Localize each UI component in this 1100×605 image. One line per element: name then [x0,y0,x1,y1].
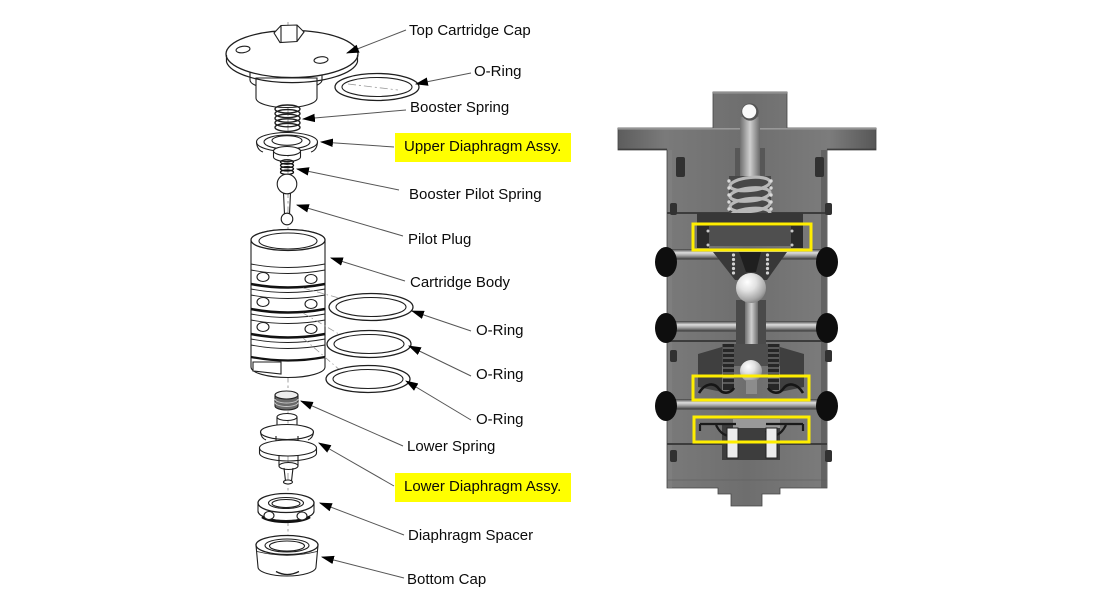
part-label-upper-diaphragm-assy: Upper Diaphragm Assy. [395,133,572,162]
highlight-box-middle [691,374,811,402]
part-label-booster-spring: Booster Spring [410,99,510,116]
seal-ovals [655,247,838,421]
exploded-view-drawing [225,22,472,579]
pilot-plug-drawing [276,173,298,226]
leader-bottom-cap [320,555,405,579]
o-ring-top-drawing [334,72,420,102]
leader-o-ring-top [414,72,472,86]
o-ring-b-drawing [326,329,412,359]
part-label-o-ring-top: O-Ring [474,63,522,80]
leader-diaphragm-spacer [318,502,405,536]
leader-o-ring-a [410,310,472,332]
part-label-bottom-cap: Bottom Cap [407,571,487,588]
highlight-boxes [691,222,813,444]
leader-upper-diaphragm [319,138,395,148]
part-label-o-ring-a: O-Ring [476,322,524,339]
leader-lines [295,29,472,579]
booster-spring-drawing [274,104,301,133]
part-label-o-ring-b: O-Ring [476,366,524,383]
pilot-ball-lower [740,360,762,382]
leader-lower-spring [300,400,404,447]
o-ring-a-drawing [328,292,414,322]
highlight-box-lower [692,415,811,444]
leader-booster-spring [301,109,407,123]
pivot-hole [742,104,757,119]
leader-booster-pilot-spring [295,167,400,191]
part-label-diaphragm-spacer: Diaphragm Spacer [408,527,534,544]
lower-diaphragm-assy-drawing [258,412,318,485]
cross-section-drawing [617,91,877,507]
top-cartridge-cap-drawing [225,24,359,109]
section-upper-diaphragm [697,213,803,280]
leader-lower-diaphragm [318,442,395,487]
upper-stem [740,117,760,179]
part-label-pilot-plug: Pilot Plug [408,231,472,248]
part-label-top-cartridge-cap: Top Cartridge Cap [409,22,531,39]
section-diaphragm-waves-upper [697,383,805,394]
diaphragm-spacer-drawing [257,492,315,524]
leader-o-ring-c [405,380,472,421]
leader-top-cartridge-cap [345,29,407,54]
part-label-booster-pilot-spring: Booster Pilot Spring [409,186,542,203]
body-pockets [670,157,832,462]
lower-spring-drawing [274,390,299,411]
leader-o-ring-b [408,345,472,377]
pilot-ball-upper [736,273,766,303]
upper-diaphragm-assy-drawing [255,131,319,163]
leader-pilot-plug [295,204,404,237]
highlight-box-upper [691,222,813,252]
section-spring [727,175,773,224]
section-lower-cage [698,344,804,392]
part-label-cartridge-body: Cartridge Body [410,274,511,291]
part-label-o-ring-c: O-Ring [476,411,524,428]
bottom-cap-drawing [255,534,319,577]
part-label-lower-spring: Lower Spring [407,438,496,455]
part-label-lower-diaphragm-assy: Lower Diaphragm Assy. [395,473,572,502]
o-ring-c-drawing [325,364,411,394]
leader-cartridge-body [329,257,406,282]
cartridge-body-drawing [250,228,326,379]
